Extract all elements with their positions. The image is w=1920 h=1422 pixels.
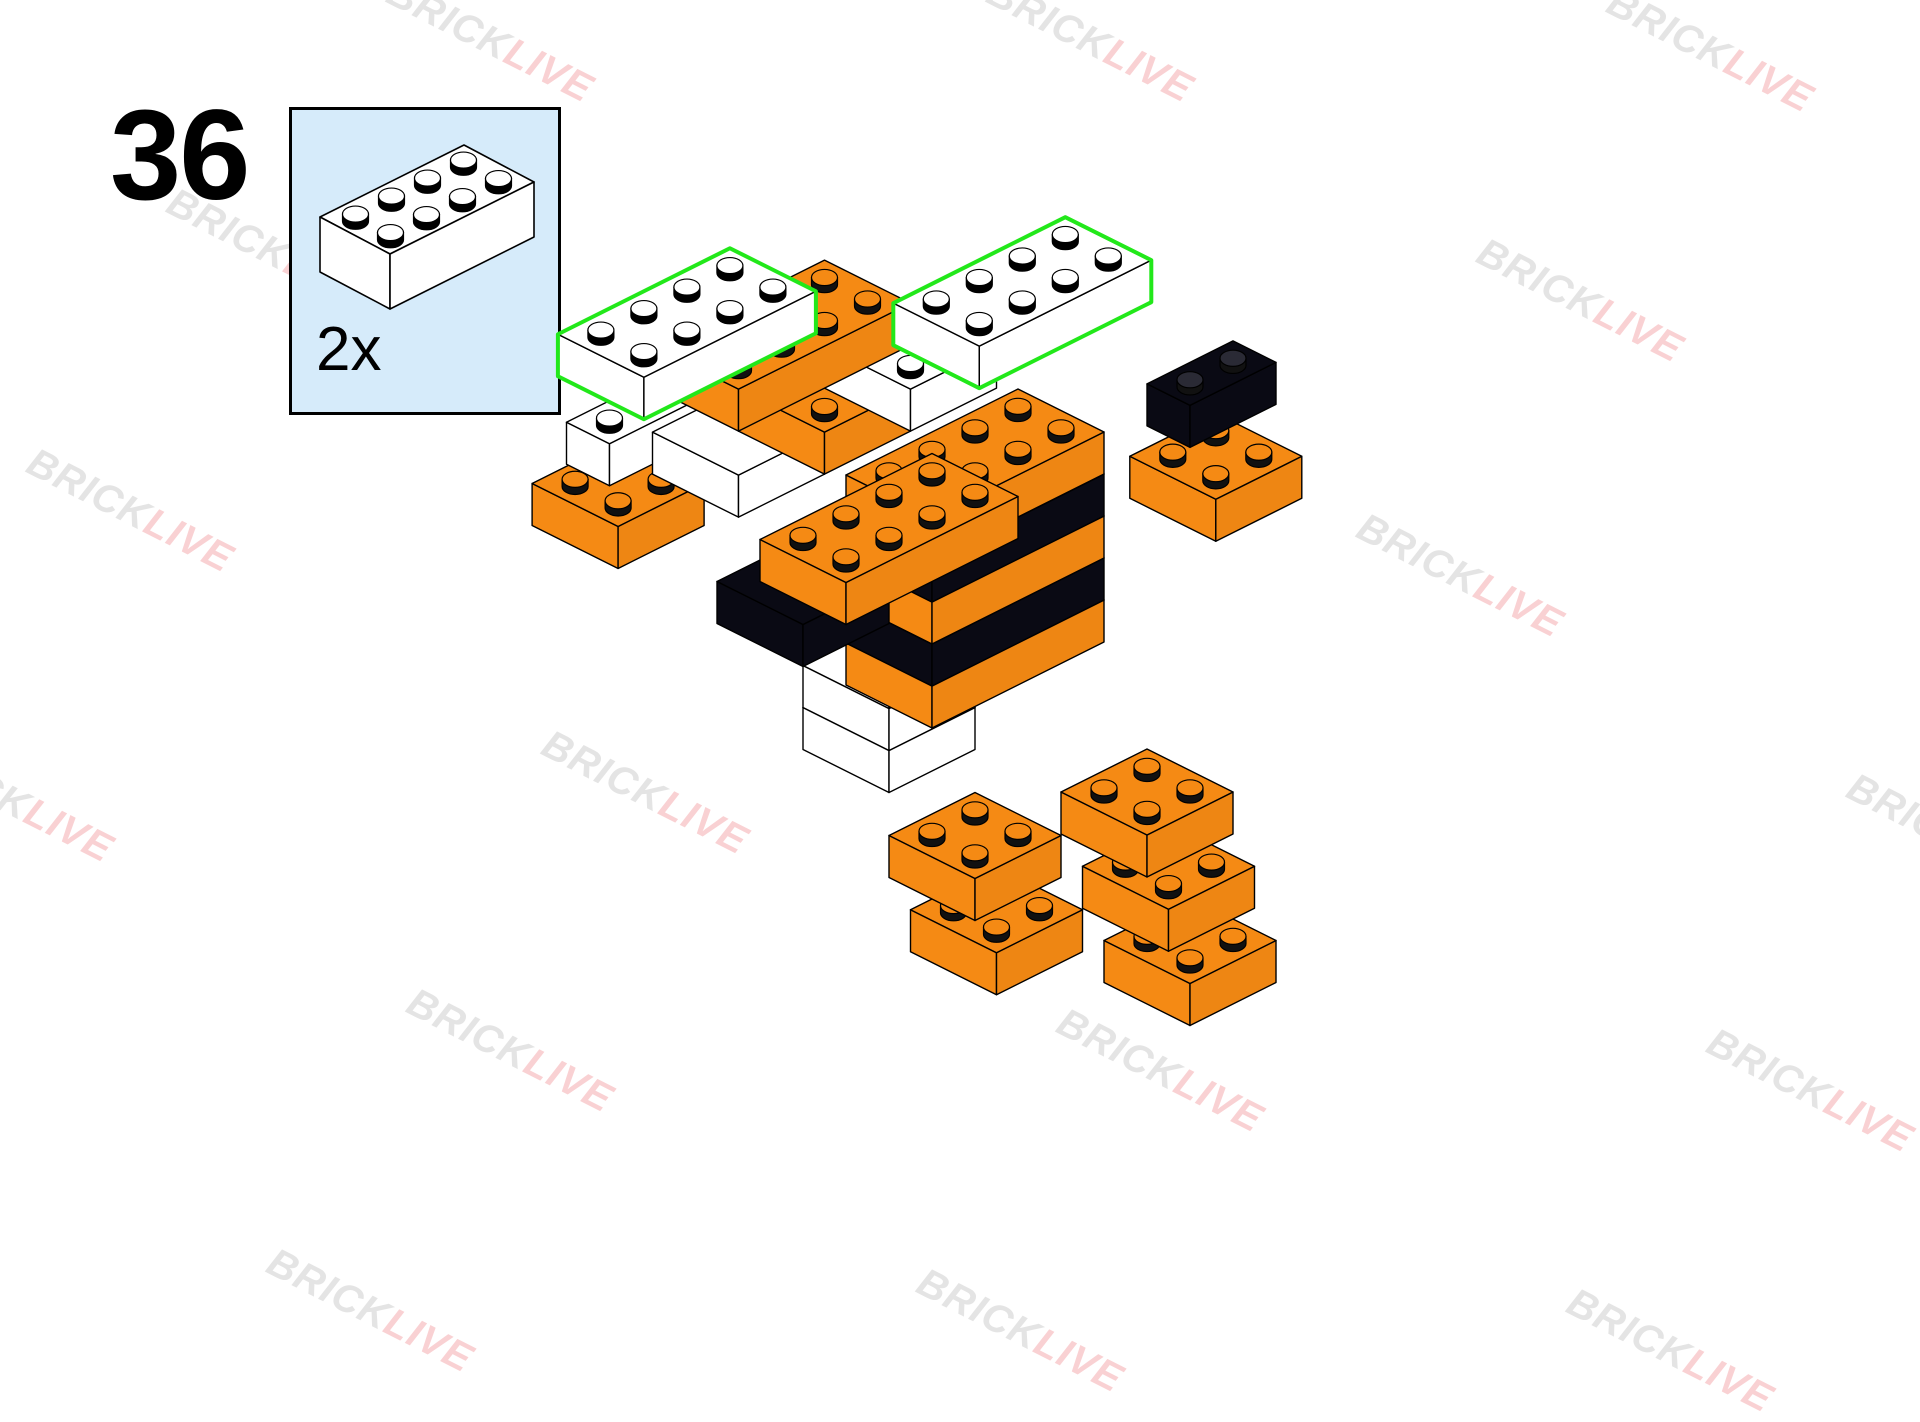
stud bbox=[918, 822, 946, 848]
stud bbox=[561, 470, 589, 496]
stud bbox=[875, 483, 903, 509]
stud bbox=[448, 187, 477, 213]
studs bbox=[1176, 349, 1247, 396]
stud bbox=[961, 483, 989, 509]
white-2x4-brick-icon bbox=[319, 144, 535, 310]
stud bbox=[982, 918, 1011, 943]
stud bbox=[716, 256, 744, 282]
right-leg-upper bbox=[1060, 748, 1234, 878]
stud bbox=[1219, 927, 1247, 953]
stud bbox=[1090, 779, 1118, 804]
stud bbox=[918, 462, 946, 487]
lego-tiger-model bbox=[531, 215, 1303, 1027]
stud bbox=[604, 492, 632, 517]
stud bbox=[961, 419, 989, 444]
studs bbox=[789, 462, 989, 573]
studs bbox=[587, 256, 787, 368]
step-number: 36 bbox=[110, 84, 250, 227]
new-brick-front bbox=[892, 216, 1153, 389]
stud bbox=[832, 505, 860, 530]
left-leg bbox=[888, 791, 1062, 922]
stud bbox=[1004, 397, 1032, 423]
chest-top bbox=[759, 452, 1019, 626]
stud bbox=[587, 321, 615, 346]
stud bbox=[412, 205, 441, 231]
stud bbox=[810, 268, 839, 294]
stud bbox=[1154, 874, 1183, 900]
stud bbox=[377, 187, 406, 212]
stud bbox=[1051, 268, 1079, 294]
stud bbox=[673, 278, 701, 303]
stud bbox=[965, 311, 993, 337]
new-brick-highlight bbox=[891, 215, 1154, 391]
stud bbox=[1094, 247, 1122, 272]
stud bbox=[1176, 779, 1204, 804]
stud bbox=[1008, 247, 1036, 272]
stud bbox=[341, 205, 370, 230]
stud bbox=[630, 342, 658, 368]
stud bbox=[810, 397, 839, 423]
stud bbox=[922, 290, 950, 315]
stud bbox=[1004, 822, 1032, 848]
stud bbox=[1245, 443, 1273, 468]
stud bbox=[789, 526, 817, 552]
stud bbox=[1219, 349, 1247, 375]
stud bbox=[1202, 464, 1230, 490]
stud bbox=[1133, 757, 1161, 783]
stud bbox=[630, 299, 658, 325]
stud bbox=[484, 169, 513, 195]
stud bbox=[832, 548, 860, 573]
parts-callout: 2x bbox=[289, 107, 561, 415]
stud bbox=[1047, 419, 1075, 444]
stud bbox=[1004, 440, 1032, 466]
stud bbox=[673, 321, 701, 346]
stud bbox=[918, 505, 946, 530]
stud bbox=[1051, 225, 1079, 251]
stud bbox=[1176, 371, 1204, 396]
studs bbox=[1090, 757, 1204, 826]
stud bbox=[961, 801, 989, 826]
stud bbox=[1133, 800, 1161, 826]
studs bbox=[918, 801, 1032, 869]
stud bbox=[1008, 290, 1036, 315]
stud bbox=[1025, 896, 1054, 922]
stud bbox=[413, 169, 442, 194]
quantity-label: 2x bbox=[316, 315, 382, 384]
stud bbox=[961, 844, 989, 869]
stud bbox=[853, 290, 882, 315]
new-brick-highlight bbox=[555, 246, 818, 422]
stud bbox=[965, 268, 993, 294]
stud bbox=[1197, 853, 1226, 878]
stud bbox=[716, 299, 744, 325]
stud bbox=[376, 223, 405, 249]
stud bbox=[875, 526, 903, 552]
stud bbox=[595, 409, 624, 434]
studs bbox=[922, 225, 1122, 337]
stud bbox=[759, 278, 787, 303]
tail-tip bbox=[1146, 340, 1277, 449]
stud bbox=[449, 151, 478, 176]
stud bbox=[1176, 949, 1204, 974]
stud bbox=[1159, 443, 1187, 468]
